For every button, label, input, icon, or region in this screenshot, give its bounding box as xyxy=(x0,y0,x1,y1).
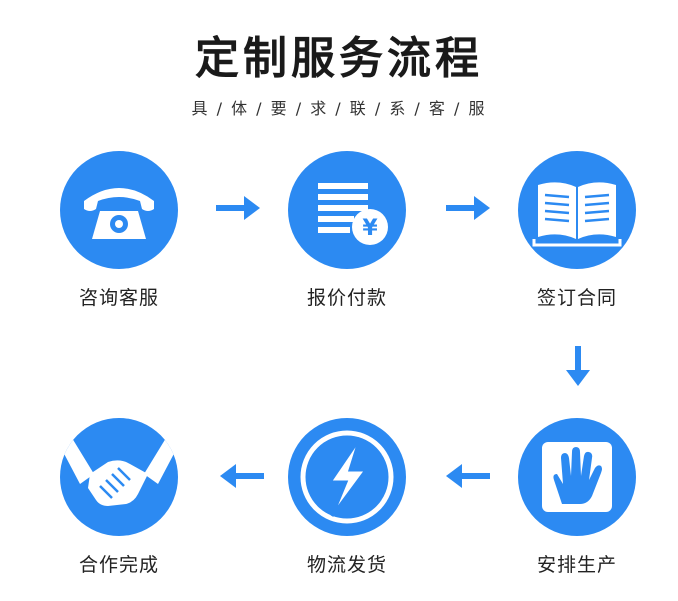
step-label: 合作完成 xyxy=(78,554,159,576)
step-label: 安排生产 xyxy=(536,554,617,576)
step-production: 安排生产 xyxy=(502,418,652,577)
step-label: 签订合同 xyxy=(536,287,617,309)
arrow-left-icon xyxy=(446,464,490,488)
step-circle xyxy=(518,418,636,536)
page-subtitle: 具 / 体 / 要 / 求 / 联 / 系 / 客 / 服 xyxy=(191,99,487,118)
arrow-left-icon xyxy=(220,464,264,488)
step-shipping: 物流发货 xyxy=(272,418,422,577)
step-label: 咨询客服 xyxy=(78,287,159,309)
lightning-icon xyxy=(300,430,394,524)
step-sign-contract: 签订合同 xyxy=(502,151,652,310)
step-consult: 咨询客服 xyxy=(44,151,194,310)
step-label: 报价付款 xyxy=(306,287,387,309)
arrow-down-icon xyxy=(566,346,590,386)
step-circle: ¥ xyxy=(288,151,406,269)
telephone-icon xyxy=(84,188,154,239)
step-circle xyxy=(288,418,406,536)
hand-icon xyxy=(542,442,612,512)
step-circle xyxy=(60,418,178,536)
step-label: 物流发货 xyxy=(306,554,387,576)
arrow-right-icon xyxy=(446,196,490,220)
page-title: 定制服务流程 xyxy=(195,33,483,84)
step-quote-payment: ¥ 报价付款 xyxy=(272,151,422,310)
svg-text:¥: ¥ xyxy=(362,216,378,241)
step-circle xyxy=(60,151,178,269)
open-book-icon xyxy=(532,182,622,247)
step-circle xyxy=(518,151,636,269)
step-complete: 合作完成 xyxy=(44,418,194,577)
handshake-icon xyxy=(60,438,178,506)
arrow-right-icon xyxy=(216,196,260,220)
price-list-icon: ¥ xyxy=(318,183,388,245)
